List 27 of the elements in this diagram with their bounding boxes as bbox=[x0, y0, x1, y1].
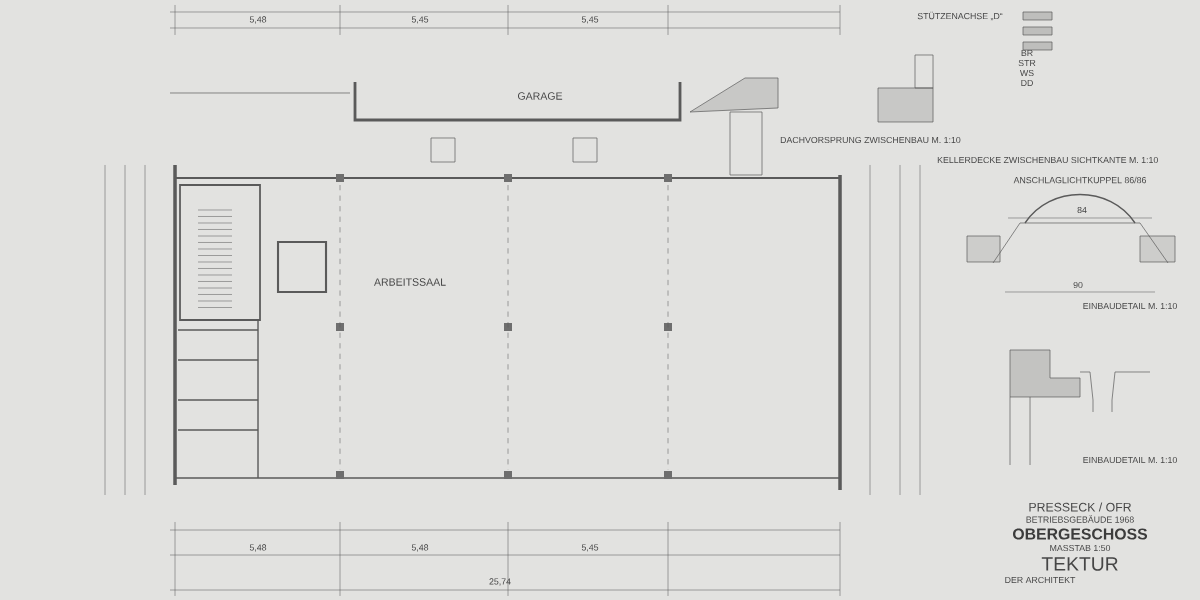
dimension-text: 5,48 bbox=[249, 16, 267, 24]
legend-abbreviation: DD bbox=[1021, 80, 1033, 86]
dimension-text: 5,45 bbox=[411, 16, 429, 24]
legend-abbreviation: STR bbox=[1018, 59, 1036, 67]
title-block-text: PRESSECK / OFR bbox=[1029, 502, 1132, 512]
title-block-text: TEKTUR bbox=[1041, 557, 1118, 571]
detail-caption: EINBAUDETAIL M. 1:10 bbox=[1083, 302, 1177, 310]
room-label: GARAGE bbox=[518, 92, 563, 100]
title-block-text: MASSTAB 1:50 bbox=[1050, 544, 1111, 552]
detail-caption: EINBAUDETAIL M. 1:10 bbox=[1083, 456, 1177, 464]
legend-abbreviation: BR bbox=[1021, 50, 1033, 56]
dimension-text: 5,45 bbox=[581, 544, 599, 552]
detail-caption: KELLERDECKE ZWISCHENBAU SICHTKANTE M. 1:10 bbox=[937, 156, 1158, 164]
dimension-text: 5,48 bbox=[411, 544, 429, 552]
title-text: OBERGESCHOSS bbox=[1013, 528, 1148, 540]
dimension-text: 90 bbox=[1073, 281, 1083, 289]
note-text: STÜTZENACHSE „D“ bbox=[917, 11, 1003, 21]
dimension-text: 5,48 bbox=[249, 544, 267, 552]
title-block-text: BETRIEBSGEBÄUDE 1968 bbox=[1026, 515, 1134, 523]
detail-caption: ANSCHLAGLICHTKUPPEL 86/86 bbox=[1013, 176, 1146, 184]
dimension-text: 25,74 bbox=[489, 578, 511, 586]
detail-caption: DACHVORSPRUNG ZWISCHENBAU M. 1:10 bbox=[780, 136, 961, 144]
legend-abbreviation: WS bbox=[1019, 69, 1034, 77]
dimension-text: 84 bbox=[1077, 206, 1087, 214]
room-label: ARBEITSSAAL bbox=[374, 278, 446, 286]
title-block-text: DER ARCHITEKT bbox=[1005, 576, 1076, 584]
dimension-text: 5,45 bbox=[581, 16, 599, 24]
